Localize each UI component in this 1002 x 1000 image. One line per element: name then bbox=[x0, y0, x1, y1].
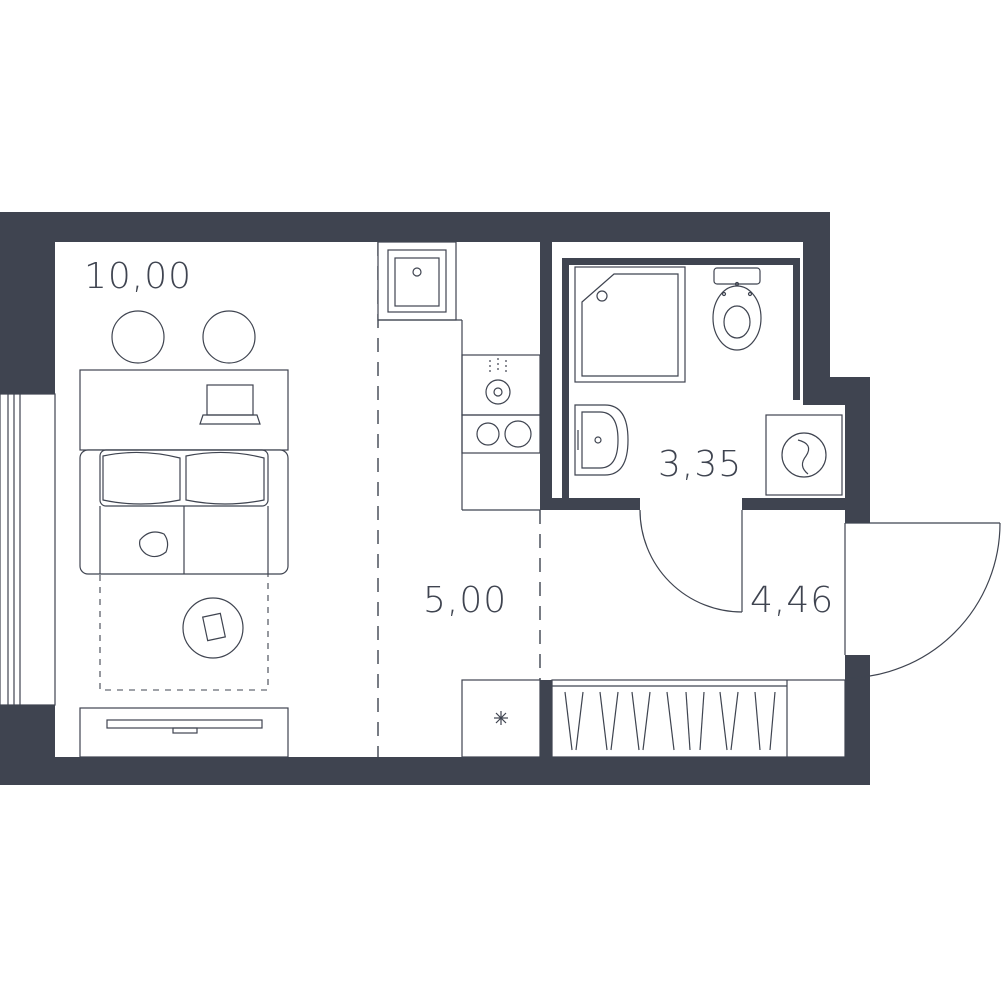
partition-bath-bottom-right bbox=[742, 498, 845, 510]
walls bbox=[0, 212, 870, 785]
washbasin-icon bbox=[574, 404, 629, 476]
partition-kitchen-bath bbox=[540, 242, 552, 510]
wardrobe bbox=[551, 679, 846, 758]
shower-tray-icon bbox=[574, 266, 686, 383]
cat-icon bbox=[139, 531, 169, 558]
toilet-icon bbox=[712, 267, 762, 351]
right-wall-top bbox=[803, 212, 830, 377]
left-wall-upper bbox=[0, 212, 55, 394]
top-wall bbox=[0, 212, 830, 242]
stool-right bbox=[202, 310, 256, 364]
right-wall-mid bbox=[845, 377, 870, 523]
window-left bbox=[0, 393, 56, 706]
partition-wardrobe bbox=[540, 680, 552, 760]
partition-bath-bottom-left bbox=[540, 498, 640, 510]
tv-unit bbox=[79, 707, 289, 758]
laptop-icon bbox=[199, 384, 261, 425]
washing-machine-icon bbox=[765, 414, 843, 496]
living-room-area-label: 10,00 bbox=[84, 256, 192, 297]
cooktop-icon bbox=[461, 414, 541, 454]
stool-left bbox=[111, 310, 165, 364]
table bbox=[79, 369, 289, 451]
hallway-area-label: 4,46 bbox=[750, 580, 834, 621]
kitchen-sink-icon bbox=[387, 249, 447, 313]
bathroom-area-label: 3,35 bbox=[658, 444, 742, 485]
dining-set bbox=[79, 310, 289, 451]
kitchen-counter bbox=[377, 241, 541, 511]
bath-inner-right bbox=[793, 258, 800, 400]
sofa bbox=[79, 449, 289, 575]
kettle-icon bbox=[461, 354, 541, 416]
bath-inner-top bbox=[562, 258, 800, 265]
right-wall-lower bbox=[845, 655, 870, 785]
entrance-door bbox=[844, 522, 1001, 679]
bottom-wall bbox=[0, 757, 870, 785]
bathroom-door bbox=[639, 509, 743, 613]
fridge-icon bbox=[461, 679, 541, 758]
kitchen-area-label: 5,00 bbox=[423, 580, 507, 621]
bath-inner-left bbox=[562, 258, 569, 498]
coffee-table bbox=[182, 597, 244, 659]
